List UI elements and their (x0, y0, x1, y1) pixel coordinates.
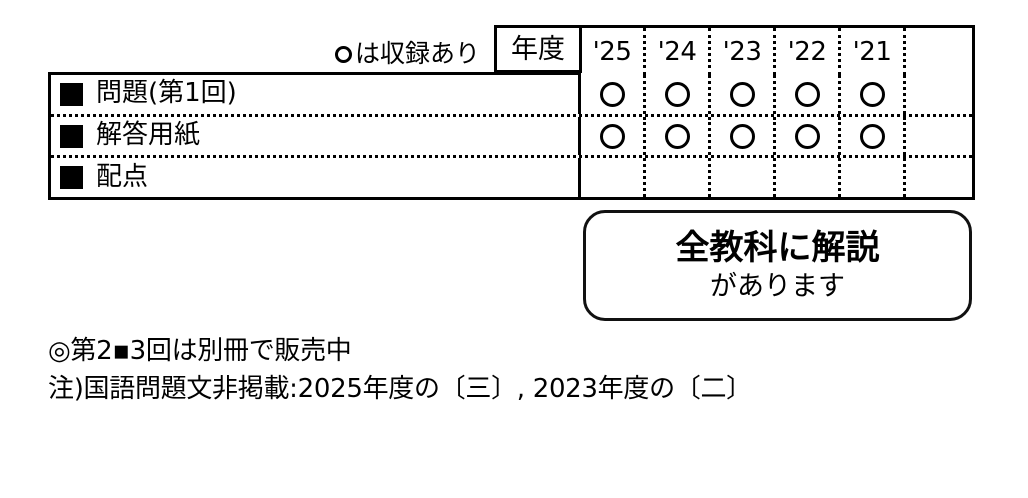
table-cell (711, 116, 776, 156)
row-label-text: 解答用紙 (96, 120, 201, 150)
row-mark-cells (581, 158, 972, 198)
empty-mark (600, 165, 625, 190)
table-cell (841, 116, 906, 156)
table-cell (581, 116, 646, 156)
table-cell (646, 158, 711, 198)
row-label-text: 配点 (96, 161, 149, 192)
circle-mark-icon (599, 123, 625, 149)
table-cell (776, 158, 841, 198)
table-cell (776, 116, 841, 156)
row-label-cell: 配点 (51, 158, 581, 198)
year-column-header-blank (906, 28, 972, 75)
table-cell (841, 158, 906, 198)
table-cell (581, 158, 646, 198)
row-mark-cells (581, 75, 972, 114)
table-cell-blank (906, 158, 972, 197)
table-cell-blank (906, 75, 972, 114)
year-column-header: '24 (646, 28, 711, 75)
empty-mark (665, 165, 690, 190)
year-header-cell: 年度 (494, 25, 582, 73)
note-line: ◎第2▪3回は別冊で販売中 (48, 336, 352, 366)
table-cell (581, 75, 646, 114)
table-cell-blank (906, 117, 972, 156)
contents-table: 問題(第1回) 解答用紙 (48, 72, 975, 200)
year-column-header: '25 (581, 28, 646, 75)
year-columns-header: '25 '24 '23 '22 '21 (578, 25, 975, 75)
callout-line-2: があります (710, 271, 845, 302)
commentary-callout: 全教科に解説 があります (583, 210, 972, 321)
circle-mark-icon (794, 123, 820, 149)
row-label-cell: 問題(第1回) (51, 75, 581, 114)
year-header-label: 年度 (511, 33, 565, 65)
circle-mark-icon (664, 81, 690, 107)
row-mark-cells (581, 116, 972, 156)
table-cell (776, 75, 841, 114)
legend: は収録あり (190, 36, 480, 70)
year-column-header: '21 (841, 28, 906, 75)
table-cell (841, 75, 906, 114)
table-cell (646, 116, 711, 156)
circle-mark-icon (599, 81, 625, 107)
filled-square-bullet-icon (60, 82, 83, 106)
table-row: 問題(第1回) (51, 75, 972, 117)
circle-mark-icon (794, 81, 820, 107)
filled-square-bullet-icon (60, 166, 83, 190)
table-cell (711, 158, 776, 198)
circle-mark-icon (859, 123, 885, 149)
row-label-cell: 解答用紙 (51, 116, 581, 156)
empty-mark (860, 165, 885, 190)
circle-mark-icon (729, 123, 755, 149)
table-row: 配点 (51, 158, 972, 198)
filled-square-bullet-icon (60, 124, 83, 148)
circle-mark-icon (729, 81, 755, 107)
empty-mark (795, 165, 820, 190)
table-body: 問題(第1回) 解答用紙 (51, 75, 972, 198)
table-cell (646, 75, 711, 114)
circle-mark-icon (664, 123, 690, 149)
note-line: 注)国語問題文非掲載:2025年度の〔三〕, 2023年度の〔二〕 (48, 374, 752, 404)
year-column-header: '23 (711, 28, 776, 75)
year-column-header: '22 (776, 28, 841, 75)
notes-block: ◎第2▪3回は別冊で販売中 注)国語問題文非掲載:2025年度の〔三〕, 202… (48, 332, 988, 408)
callout-line-1: 全教科に解説 (675, 228, 880, 268)
legend-text: は収録あり (354, 38, 480, 68)
table-cell (711, 75, 776, 114)
table-row: 解答用紙 (51, 116, 972, 159)
circle-mark-icon (859, 81, 885, 107)
circle-outline-icon (334, 45, 352, 63)
empty-mark (730, 165, 755, 190)
row-label-text: 問題(第1回) (96, 78, 237, 109)
